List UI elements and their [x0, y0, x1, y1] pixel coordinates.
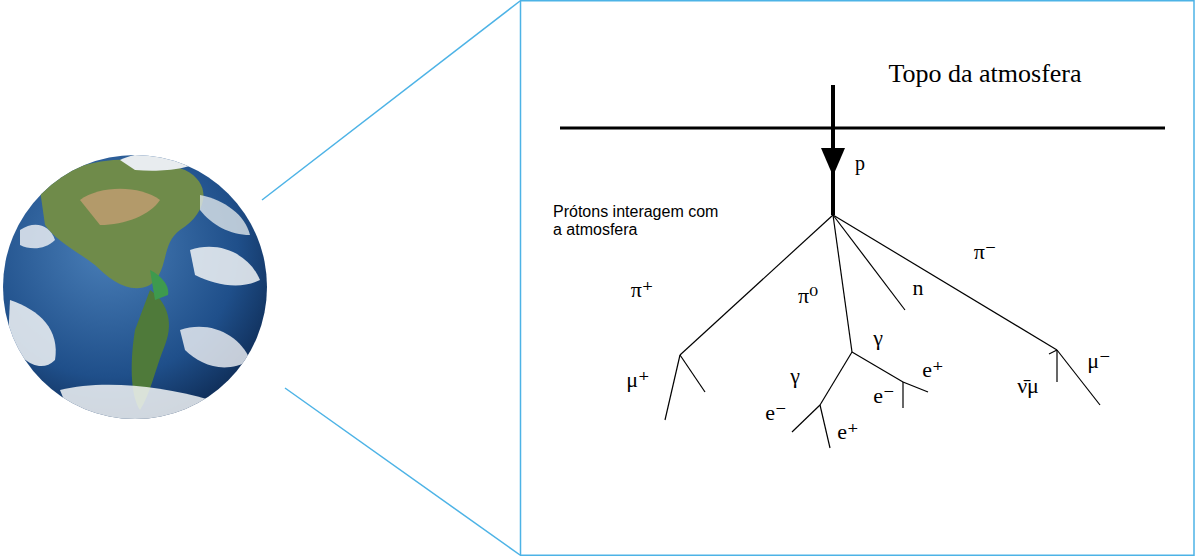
- particle-label: e⁻: [873, 384, 894, 408]
- particle-label: ν̄μ: [1017, 374, 1039, 398]
- particle-label: γ: [873, 326, 883, 350]
- earth-globe: [3, 153, 267, 424]
- particle-label: e⁻: [765, 401, 786, 425]
- boundary-label: Topo da atmosfera: [888, 60, 1081, 89]
- particle-label: e⁺: [837, 420, 858, 444]
- particle-label: e⁺: [922, 358, 943, 382]
- particle-label: p: [855, 152, 865, 174]
- particle-label: γ: [790, 364, 800, 388]
- particle-label: π⁰: [798, 284, 818, 308]
- particle-label: μ⁺: [626, 368, 649, 392]
- particle-label: μ⁻: [1087, 349, 1110, 373]
- zoom-outline: [262, 1, 1194, 556]
- particle-label: π⁻: [974, 240, 997, 264]
- shower-lines: [560, 85, 1165, 448]
- particle-label: n: [913, 276, 924, 300]
- particle-label: π⁺: [631, 278, 654, 302]
- annotation-note: Prótons interagem com a atmosfera: [553, 203, 731, 238]
